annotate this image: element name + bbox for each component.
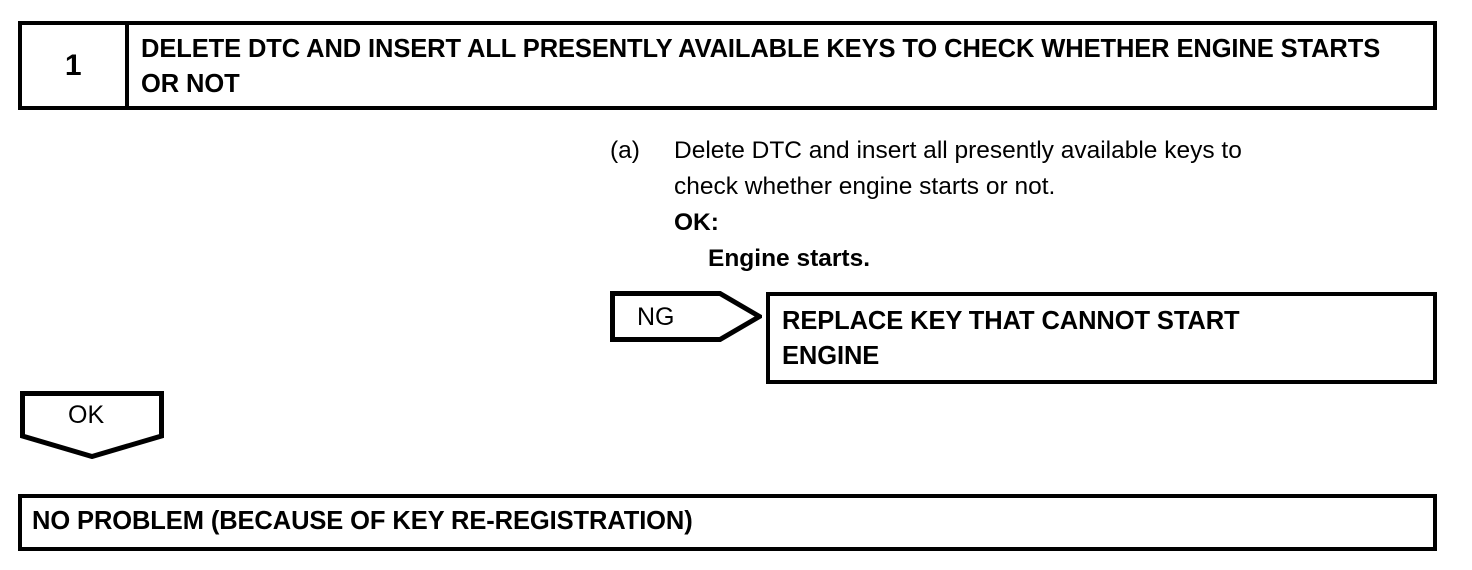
- step-header-box: 1 DELETE DTC AND INSERT ALL PRESENTLY AV…: [18, 21, 1437, 110]
- procedure-line-1: Delete DTC and insert all presently avai…: [674, 137, 1242, 164]
- ok-arrow-icon: [20, 391, 164, 459]
- outcome-replace-line-1: REPLACE KEY THAT CANNOT START: [782, 307, 1240, 335]
- outcome-replace-line-2: ENGINE: [782, 342, 880, 370]
- step-number: 1: [64, 48, 83, 82]
- procedure-item-a: (a) Delete DTC and insert all presently …: [610, 133, 1410, 169]
- branch-flag-ok-label: OK: [68, 401, 105, 429]
- branch-flag-ng-label: NG: [637, 303, 675, 331]
- branch-flag-ok: OK: [20, 391, 164, 459]
- outcome-no-problem-text: NO PROBLEM (BECAUSE OF KEY RE-REGISTRATI…: [32, 507, 693, 535]
- procedure-line-2: check whether engine starts or not.: [674, 173, 1056, 200]
- procedure-ok-label: OK:: [674, 209, 719, 236]
- outcome-box-replace-key: REPLACE KEY THAT CANNOT START ENGINE: [766, 292, 1437, 384]
- procedure-block: (a) Delete DTC and insert all presently …: [610, 133, 1410, 277]
- branch-flag-ng: NG: [610, 291, 762, 342]
- procedure-marker: (a): [610, 137, 640, 164]
- step-number-cell: 1: [22, 25, 129, 106]
- procedure-ok-result: Engine starts.: [708, 245, 871, 272]
- step-title: DELETE DTC AND INSERT ALL PRESENTLY AVAI…: [141, 35, 1381, 98]
- outcome-box-no-problem: NO PROBLEM (BECAUSE OF KEY RE-REGISTRATI…: [18, 494, 1437, 551]
- ng-arrow-icon: [610, 291, 762, 342]
- step-title-cell: DELETE DTC AND INSERT ALL PRESENTLY AVAI…: [129, 25, 1433, 106]
